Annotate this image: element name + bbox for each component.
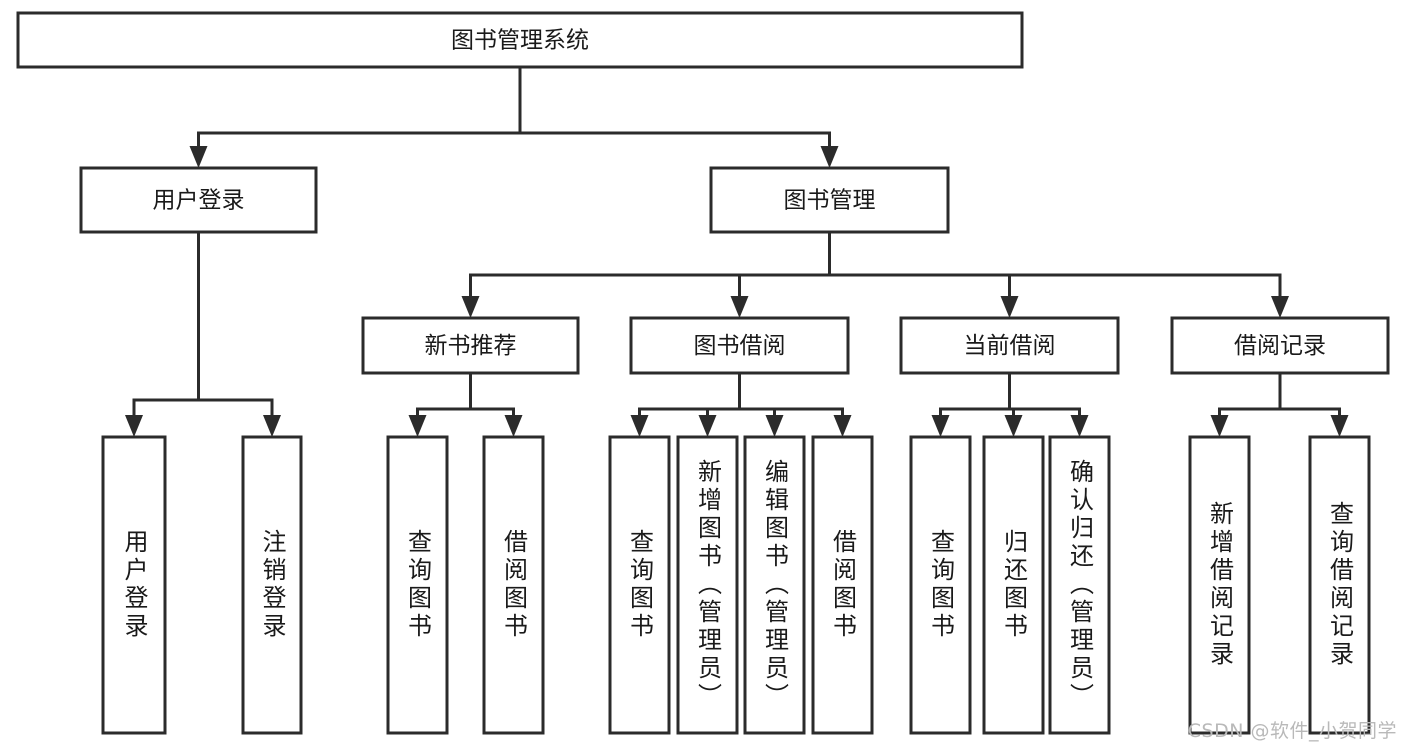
node-box-user-login[interactable]	[79, 166, 318, 234]
node-label-book-manage: 图书管理	[784, 188, 876, 214]
node-label-root: 图书管理系统	[451, 28, 589, 54]
node-box-leaf-4[interactable]	[482, 435, 545, 735]
node-label-borrow-record: 借阅记录	[1234, 333, 1326, 359]
watermark: CSDN @软件_小贺同学	[1187, 720, 1397, 742]
node-box-new-book-rec[interactable]	[361, 316, 580, 375]
node-box-leaf-2[interactable]	[241, 435, 303, 735]
node-box-leaf-8[interactable]	[811, 435, 874, 735]
node-label-book-borrow: 图书借阅	[694, 333, 786, 359]
node-box-leaf-3[interactable]	[386, 435, 449, 735]
node-box-leaf-11[interactable]	[1048, 435, 1111, 735]
node-label-new-book-rec: 新书推荐	[425, 333, 517, 359]
node-box-leaf-7[interactable]	[743, 435, 806, 735]
edge-group-book-manage	[461, 230, 1289, 318]
edge-group-user-login	[125, 230, 281, 437]
edge-group-borrow-record	[1210, 371, 1349, 437]
node-box-leaf-12[interactable]	[1188, 435, 1251, 735]
node-box-leaf-13[interactable]	[1308, 435, 1371, 735]
edge-group-book-borrow	[630, 371, 852, 437]
edge-group-current-borrow	[931, 371, 1089, 437]
node-box-leaf-5[interactable]	[608, 435, 671, 735]
node-box-leaf-9[interactable]	[909, 435, 972, 735]
node-box-root[interactable]	[16, 11, 1024, 69]
nodes-layer	[16, 11, 1390, 735]
node-box-leaf-10[interactable]	[982, 435, 1045, 735]
node-box-current-borrow[interactable]	[899, 316, 1120, 375]
node-box-leaf-6[interactable]	[676, 435, 739, 735]
node-box-borrow-record[interactable]	[1170, 316, 1390, 375]
edges-layer	[125, 65, 1349, 437]
node-label-user-login: 用户登录	[153, 188, 245, 214]
node-box-book-manage[interactable]	[709, 166, 950, 234]
edge-group-new-book-rec	[408, 371, 523, 437]
node-box-leaf-1[interactable]	[101, 435, 167, 735]
edge-group-root	[189, 65, 839, 168]
node-label-current-borrow: 当前借阅	[964, 333, 1056, 359]
node-box-book-borrow[interactable]	[629, 316, 850, 375]
